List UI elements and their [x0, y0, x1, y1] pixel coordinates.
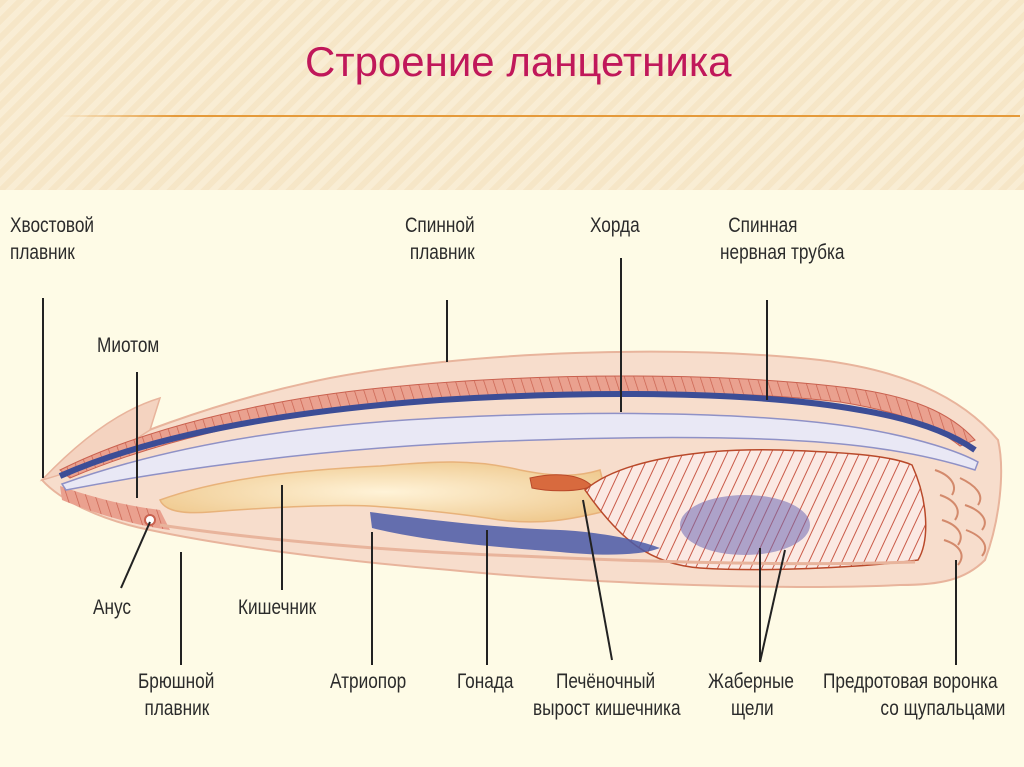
label-oral-funnel-line2: со щупальцами — [880, 697, 1006, 720]
label-hepatic-line1: Печёночный — [555, 670, 656, 693]
oral-tentacles — [934, 469, 987, 566]
label-gill-slits-line2: щели — [730, 697, 774, 720]
label-ventral-fin-line2: плавник — [144, 697, 210, 720]
label-nerve-tube-line2: нервная трубка — [720, 241, 845, 264]
leader-hepatic — [582, 499, 613, 661]
anus-marker — [144, 514, 156, 526]
ventral-muscle — [60, 486, 170, 530]
intestine-shape — [159, 461, 611, 523]
leader-anus — [120, 521, 151, 589]
label-gill-slits-line1: Жаберные — [708, 670, 794, 693]
label-anus: Анус — [93, 596, 132, 619]
label-dorsal-fin-line2: плавник — [409, 241, 475, 264]
label-caudal-fin: Хвостовой плавник — [10, 212, 94, 266]
label-hepatic: Печёночный вырост кишечника — [533, 668, 681, 722]
label-nerve-tube-line1: Спинная — [728, 214, 798, 237]
liver-purple-area — [680, 495, 810, 555]
slide-title: Строение ланцетника — [305, 38, 732, 85]
label-gill-slits: Жаберные щели — [708, 668, 794, 722]
gonad-shape — [370, 512, 660, 555]
label-gonad: Гонада — [457, 670, 514, 693]
label-ventral-fin: Брюшной плавник — [138, 668, 214, 722]
slide-header: Строение ланцетника — [0, 0, 1024, 190]
label-myotome: Миотом — [97, 334, 160, 357]
label-nerve-tube: Спинная нервная трубка — [720, 212, 844, 266]
label-dorsal-fin-line1: Спинной — [405, 214, 475, 237]
label-atriopore: Атриопор — [330, 670, 407, 693]
leader-lines — [42, 258, 957, 665]
label-hepatic-line2: вырост кишечника — [533, 697, 681, 720]
notochord-shape — [60, 412, 979, 491]
nerve-tube — [58, 391, 977, 479]
title-divider — [60, 115, 1020, 117]
label-oral-funnel-line1: Предротовая воронка — [823, 670, 998, 693]
label-ventral-fin-line1: Брюшной — [138, 670, 215, 693]
label-caudal-fin-line1: Хвостовой — [10, 214, 95, 237]
label-dorsal-fin: Спинной плавник — [405, 212, 475, 266]
label-oral-funnel: Предротовая воронка со щупальцами — [823, 668, 1005, 722]
leader-gill-slit-2 — [759, 549, 786, 663]
label-intestine: Кишечник — [238, 596, 317, 619]
label-caudal-fin-line2: плавник — [10, 241, 75, 264]
label-notochord: Хорда — [590, 214, 640, 237]
atrium-floor — [159, 523, 916, 566]
